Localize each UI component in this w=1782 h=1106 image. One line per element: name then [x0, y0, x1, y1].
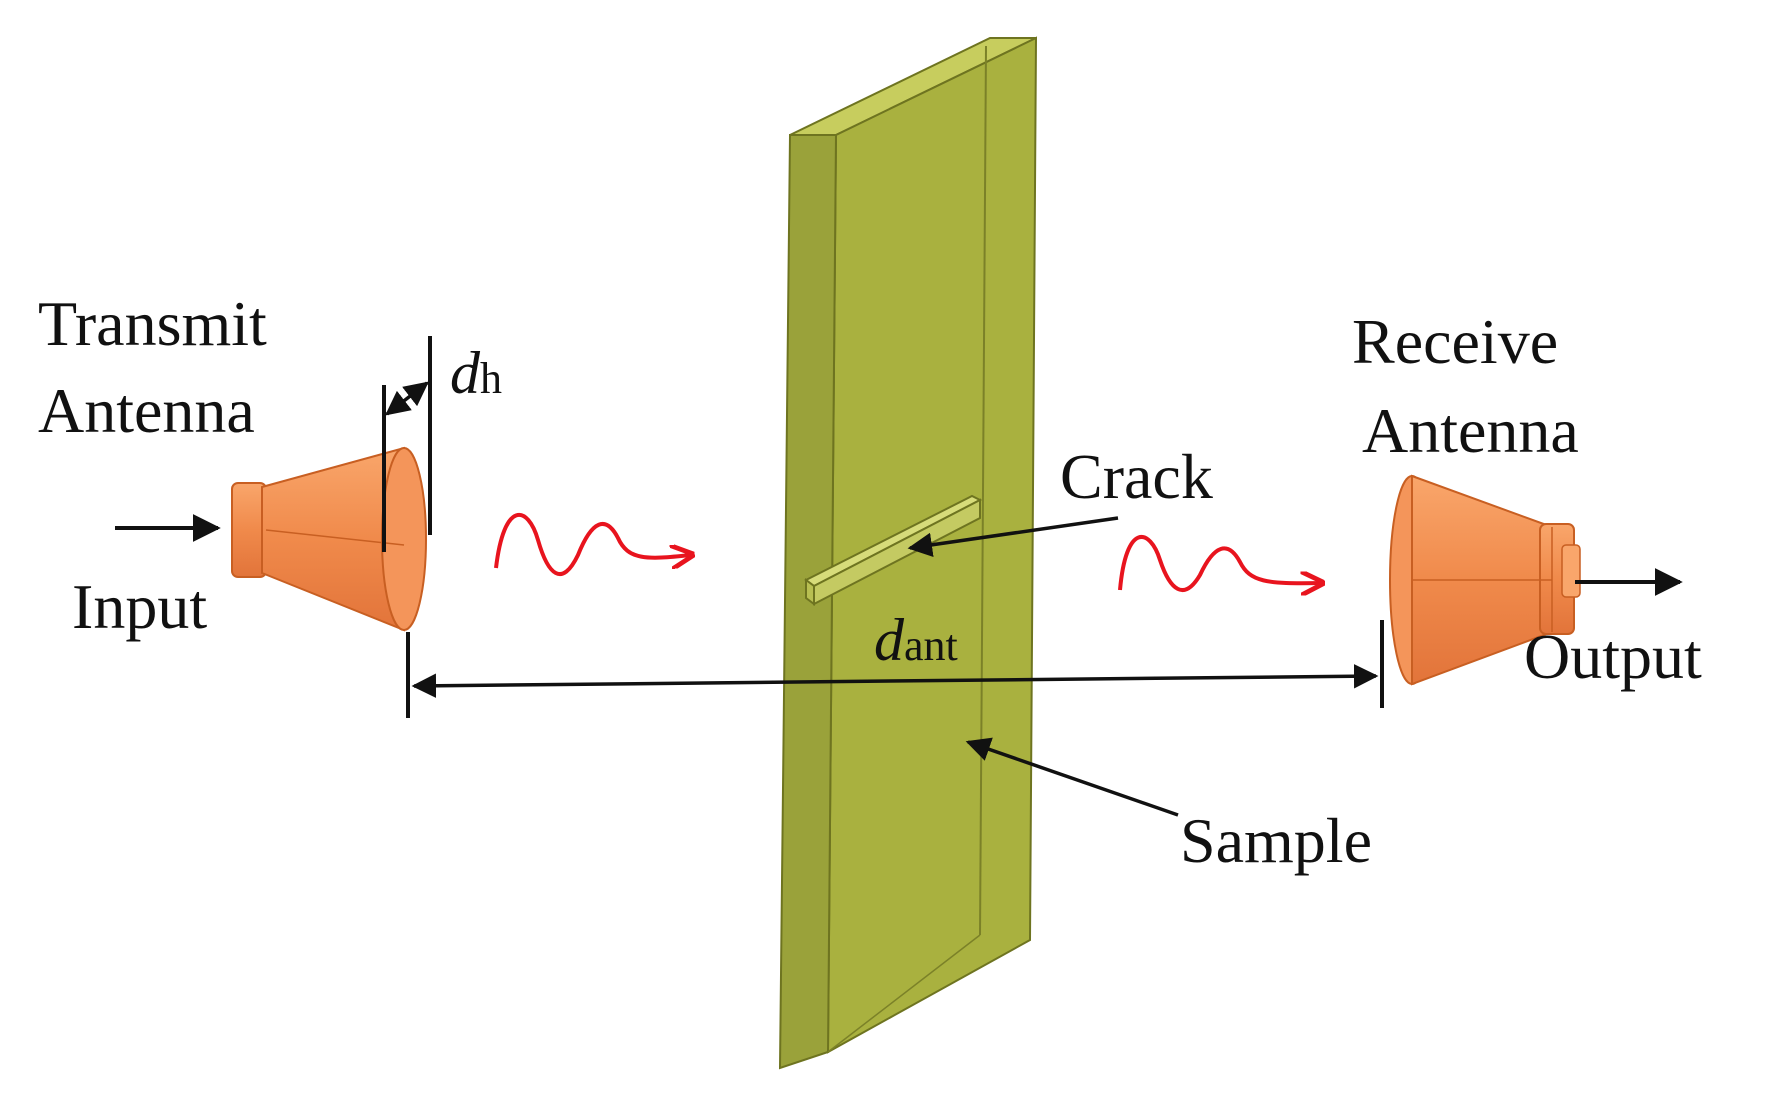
crack-label: Crack [1060, 441, 1213, 512]
receive-antenna [1389, 474, 1581, 686]
output-label: Output [1524, 621, 1702, 692]
receive-label-line2: Antenna [1362, 395, 1579, 466]
dh-label: dh [450, 340, 502, 406]
dh-subscript: h [480, 354, 502, 403]
input-label: Input [72, 571, 207, 642]
transmit-antenna [231, 446, 427, 632]
receive-wave [1118, 535, 1320, 590]
dh-symbol: d [450, 340, 481, 406]
dant-subscript: ant [904, 621, 958, 670]
receive-label-line1: Receive [1352, 306, 1558, 377]
sample-front-face [778, 134, 838, 1070]
transmit-label-line2: Antenna [38, 375, 255, 446]
sample-leader-line [965, 737, 1179, 817]
transmit-label-line1: Transmit [38, 288, 267, 359]
dh-dimension [382, 336, 432, 552]
crack-leader-line [907, 516, 1119, 557]
sample-label: Sample [1180, 805, 1372, 876]
dant-label: dant [874, 607, 958, 673]
crack-slot [804, 494, 983, 606]
dant-symbol: d [874, 607, 905, 673]
transmit-wave [494, 512, 690, 576]
dant-dimension [406, 620, 1384, 718]
